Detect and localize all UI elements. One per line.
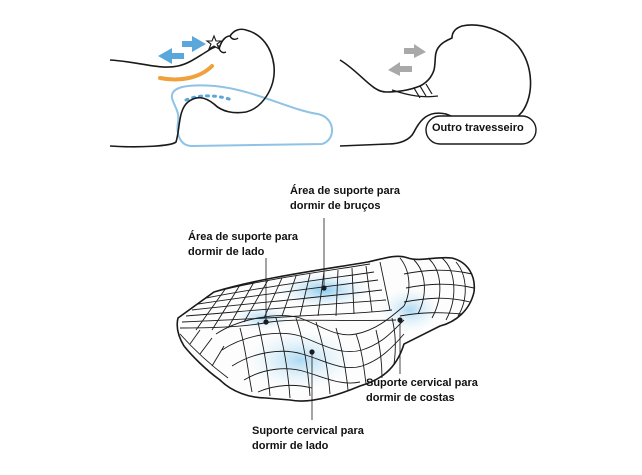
leader-lines xyxy=(265,218,401,420)
face-detail xyxy=(218,35,239,54)
head-profile-outline xyxy=(109,28,275,148)
airflow-arrows-icon xyxy=(158,36,206,64)
pillow-dotted-line xyxy=(184,94,234,102)
back-cervical-label: Suporte cervical para dormir de costas xyxy=(366,376,478,406)
pillow-grid xyxy=(179,257,475,399)
marker-dots xyxy=(263,285,403,355)
grey-arrows-icon xyxy=(388,44,426,76)
side-cervical-dot xyxy=(309,349,315,355)
top-left-panel xyxy=(109,28,333,148)
prone-zone-label-line-1: Área de suporte para xyxy=(290,185,401,197)
side-zone-label-line-2: dormir de lado xyxy=(188,246,265,258)
orange-neck-curve xyxy=(158,64,214,82)
side-cervical-label-line-2: dormir de lado xyxy=(252,440,329,452)
other-pillow-label: Outro travesseiro xyxy=(432,122,524,134)
back-cervical-label-line-1: Suporte cervical para xyxy=(366,377,478,389)
prone-zone-label: Área de suporte para dormir de bruços xyxy=(290,184,400,214)
other-pillow xyxy=(425,115,537,145)
contour-pillow-outline xyxy=(170,84,333,148)
side-zone-dot xyxy=(263,319,269,325)
prone-zone-dot xyxy=(321,285,327,291)
side-zone-label-line-1: Área de suporte para xyxy=(188,231,299,243)
contour-pillow-3d xyxy=(176,218,476,420)
side-cervical-glow xyxy=(246,330,354,390)
side-cervical-label: Suporte cervical para dormir de lado xyxy=(252,424,364,454)
back-cervical-dot xyxy=(397,317,403,323)
side-zone-label: Área de suporte para dormir de lado xyxy=(188,230,298,260)
snore-star-icon xyxy=(205,34,223,51)
side-cervical-label-line-1: Suporte cervical para xyxy=(252,425,364,437)
back-cervical-label-line-2: dormir de costas xyxy=(366,392,455,404)
prone-zone-label-line-2: dormir de bruços xyxy=(290,200,381,212)
top-right-panel xyxy=(339,24,537,147)
neck-lines xyxy=(391,83,439,99)
